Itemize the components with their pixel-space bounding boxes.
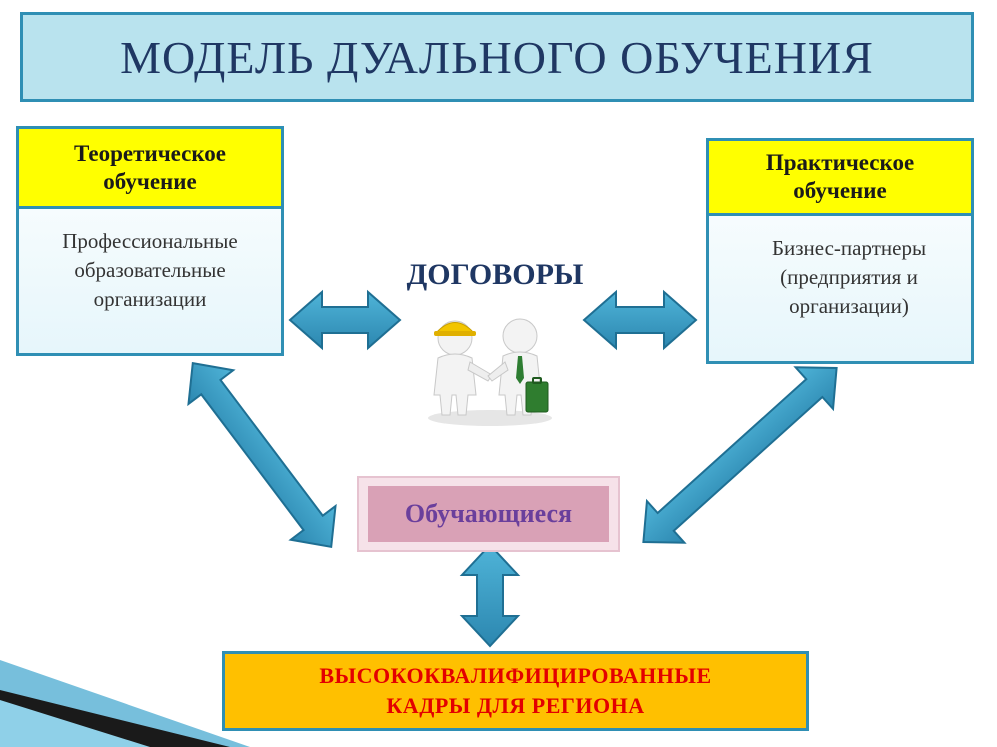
theoretical-learning-panel: Теоретическое обучение Профессиональные … xyxy=(16,126,284,356)
double-arrow-icon xyxy=(187,361,337,549)
practical-body-line2: (предприятия и xyxy=(780,265,918,289)
theoretical-heading-line1: Теоретическое xyxy=(73,140,227,166)
practical-heading-line2: обучение xyxy=(793,178,887,203)
students-label: Обучающиеся xyxy=(368,486,609,542)
theoretical-body-line3: организации xyxy=(93,287,207,311)
decorative-swoosh xyxy=(0,660,250,747)
double-arrow-icon xyxy=(459,543,521,648)
practical-heading-line1: Практическое xyxy=(765,150,915,175)
practical-learning-panel: Практическое обучение Бизнес-партнеры (п… xyxy=(706,138,974,364)
result-line1: ВЫСОКОКВАЛИФИЦИРОВАННЫЕ xyxy=(319,663,712,688)
theoretical-heading: Теоретическое обучение xyxy=(19,129,281,209)
handshake-icon xyxy=(428,318,552,426)
contracts-label: ДОГОВОРЫ xyxy=(406,258,584,291)
result-box: ВЫСОКОКВАЛИФИЦИРОВАННЫЕ КАДРЫ ДЛЯ РЕГИОН… xyxy=(222,651,809,731)
double-arrow-icon xyxy=(582,289,698,351)
theoretical-heading-line2: обучение xyxy=(103,168,197,194)
theoretical-body-line2: образовательные xyxy=(74,258,226,282)
theoretical-body: Профессиональные образовательные организ… xyxy=(19,209,281,314)
result-line2: КАДРЫ ДЛЯ РЕГИОНА xyxy=(386,693,645,718)
theoretical-body-line1: Профессиональные xyxy=(62,229,238,253)
students-box: Обучающиеся xyxy=(357,476,620,552)
practical-body-line1: Бизнес-партнеры xyxy=(771,236,927,260)
practical-body-line3: организации) xyxy=(789,294,909,318)
double-arrow-icon xyxy=(642,366,838,544)
double-arrow-icon xyxy=(288,289,402,351)
page-title: МОДЕЛЬ ДУАЛЬНОГО ОБУЧЕНИЯ xyxy=(120,31,874,83)
title-banner: МОДЕЛЬ ДУАЛЬНОГО ОБУЧЕНИЯ xyxy=(20,12,974,102)
practical-body: Бизнес-партнеры (предприятия и организац… xyxy=(709,216,971,321)
practical-heading: Практическое обучение xyxy=(709,141,971,216)
